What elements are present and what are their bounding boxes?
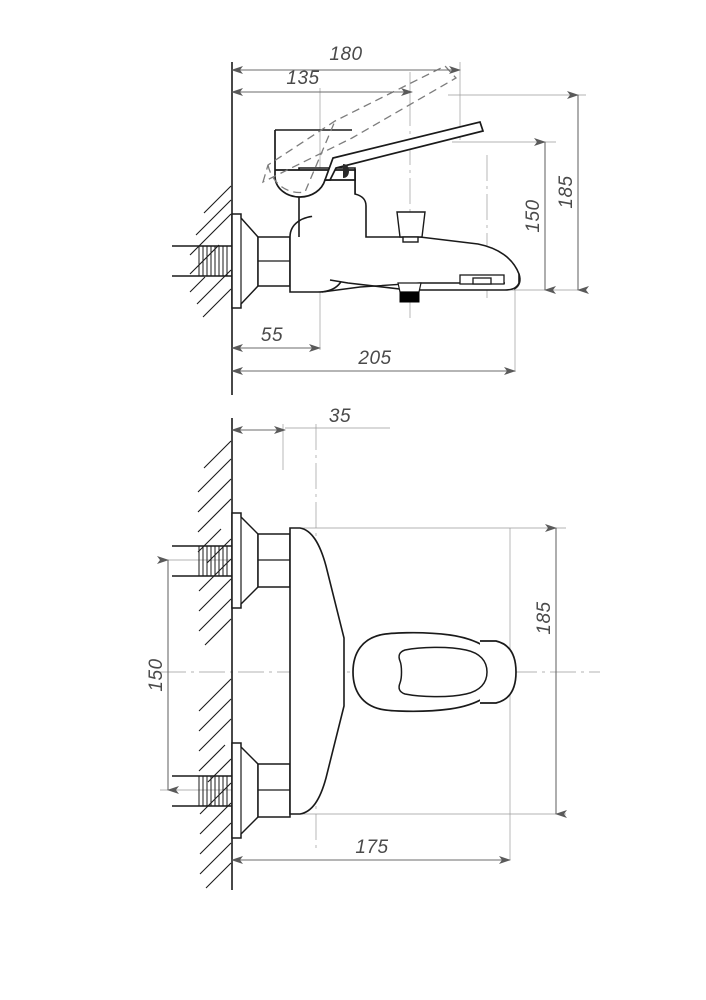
inlet-pipe-side <box>172 245 232 277</box>
escutcheon-upper-front <box>231 512 259 609</box>
dimension-185-side: 185 <box>556 91 589 294</box>
dimension-150-side: 150 <box>523 138 556 294</box>
dimension-35-label: 35 <box>329 406 351 427</box>
dimension-55: 55 <box>231 325 321 352</box>
wall-side <box>189 62 233 395</box>
dimension-35: 35 <box>231 406 390 434</box>
inlet-pipe-upper-front <box>172 545 232 577</box>
dimension-205: 205 <box>231 348 516 375</box>
view-front-elevation: 35 150 185 175 <box>146 406 600 890</box>
dimension-55-label: 55 <box>261 325 283 346</box>
mixer-body-front <box>289 527 345 815</box>
escutcheon-lower-front <box>231 742 259 839</box>
dimension-185-front-label: 185 <box>534 601 555 634</box>
shower-outlet-boss-side <box>459 274 505 285</box>
escutcheon-side <box>231 213 259 309</box>
thread-hatching-side <box>198 246 228 276</box>
hex-nut-side <box>257 236 291 287</box>
dimension-205-label: 205 <box>357 348 391 369</box>
wall-front <box>197 418 233 890</box>
inlet-pipe-lower-front <box>172 775 232 807</box>
dimension-175-label: 175 <box>355 837 388 858</box>
hex-nut-lower-front <box>257 763 291 818</box>
dimension-150-front: 150 <box>146 556 179 794</box>
dimension-135: 135 <box>231 68 413 96</box>
mixer-body-side <box>289 167 521 293</box>
dimension-180: 180 <box>231 44 461 74</box>
aerator-side <box>397 282 422 303</box>
lever-handle-side <box>274 120 485 198</box>
dimension-150-side-label: 150 <box>523 199 544 232</box>
thread-hatching-upper-front <box>198 546 228 576</box>
dimension-185-front: 185 <box>534 524 567 818</box>
dimension-150-front-label: 150 <box>146 658 167 691</box>
dimension-135-label: 135 <box>286 68 319 89</box>
dimension-185-side-label: 185 <box>556 175 577 208</box>
lever-handle-front <box>352 631 517 713</box>
diverter-knob-side <box>396 211 426 243</box>
dimension-175: 175 <box>231 837 511 864</box>
lever-handle-raised-dashed-side <box>261 65 458 194</box>
view-side-elevation: 180 135 150 185 55 <box>172 44 589 395</box>
dimension-180-label: 180 <box>329 44 362 65</box>
thread-hatching-lower-front <box>198 776 228 806</box>
hex-nut-upper-front <box>257 533 291 588</box>
wall-hatching-front <box>197 440 232 889</box>
